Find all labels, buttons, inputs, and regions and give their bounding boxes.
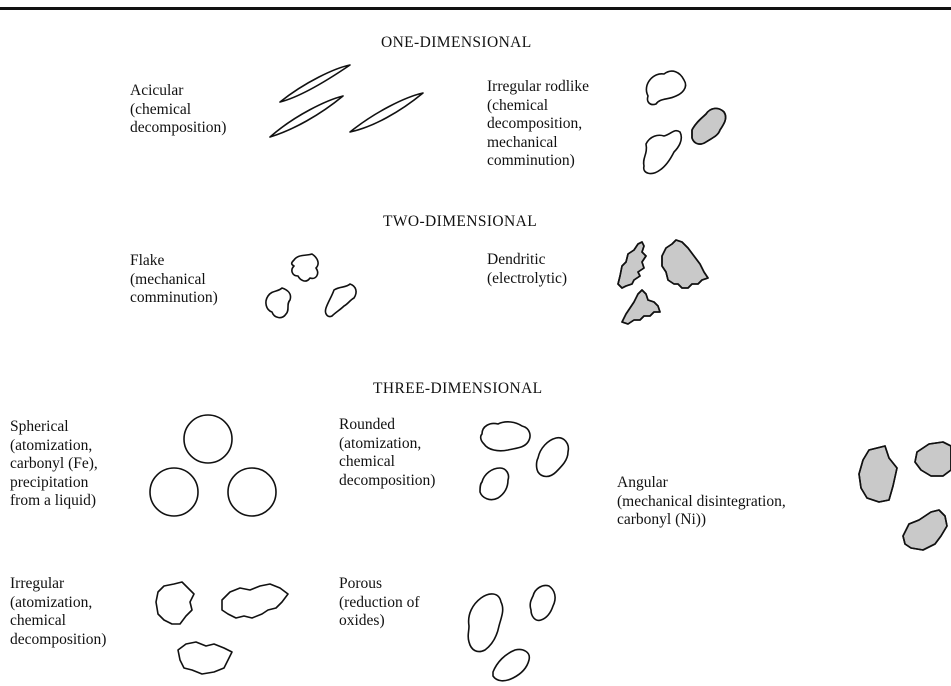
dendritic-particles-illustration [617, 239, 709, 325]
acicular-particles-illustration [269, 64, 424, 138]
label-porous: Porous (reduction of oxides) [339, 575, 420, 629]
heading-one-dimensional: ONE-DIMENSIONAL [381, 34, 532, 51]
heading-three-dimensional: THREE-DIMENSIONAL [373, 380, 543, 397]
irregular-rodlike-particles-illustration [642, 70, 727, 175]
irregular-particles-illustration [155, 581, 289, 675]
flake-particles-illustration [265, 253, 357, 319]
spherical-particles-illustration [149, 414, 277, 517]
heading-two-dimensional: TWO-DIMENSIONAL [383, 213, 538, 230]
label-irregular: Irregular (atomization, chemical decompo… [10, 575, 107, 648]
label-flake: Flake (mechanical comminution) [130, 252, 218, 306]
label-angular: Angular (mechanical disintegration, carb… [617, 474, 786, 528]
label-acicular: Acicular (chemical decomposition) [130, 82, 227, 136]
label-dendritic: Dendritic (electrolytic) [487, 251, 568, 287]
porous-particles-illustration [467, 584, 556, 682]
label-rounded: Rounded (atomization, chemical decomposi… [339, 416, 436, 489]
label-spherical: Spherical (atomization, carbonyl (Fe), p… [10, 418, 98, 509]
angular-particles-illustration [858, 441, 951, 551]
label-irregular-rodlike: Irregular rodlike (chemical decompositio… [487, 78, 589, 169]
rounded-particles-illustration [479, 421, 570, 501]
top-rule [0, 7, 951, 10]
